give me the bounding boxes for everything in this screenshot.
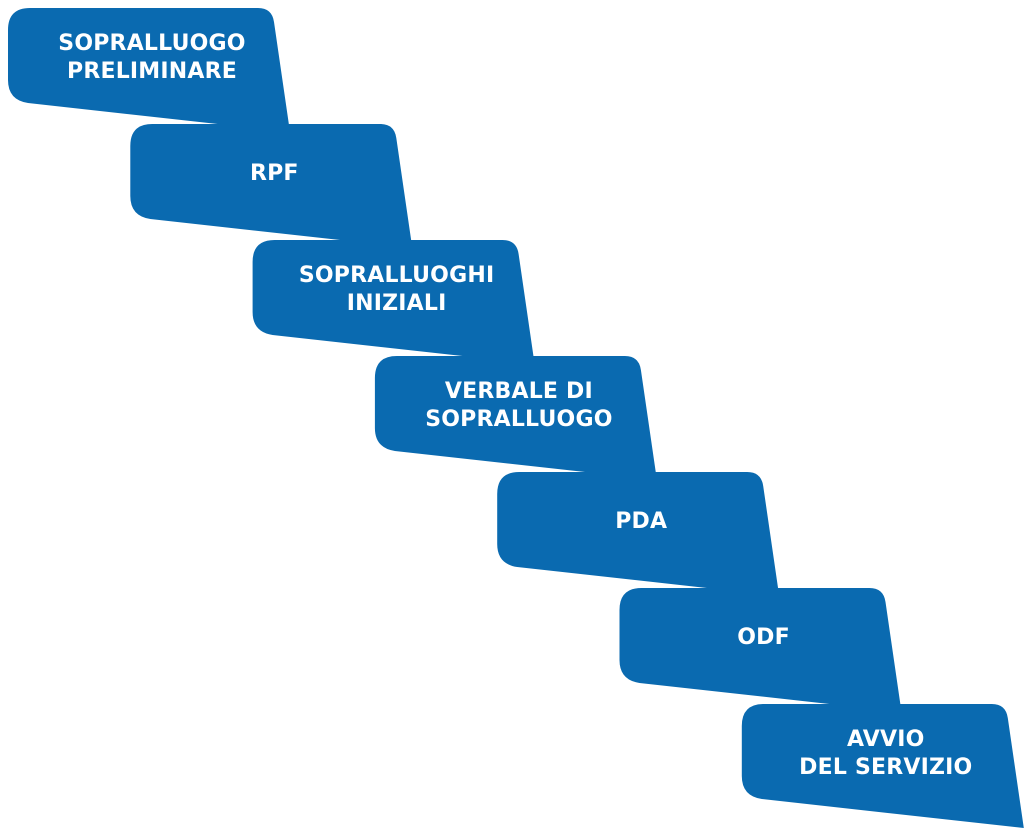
- process-step-shape: [497, 472, 780, 596]
- process-step-label: PDA: [615, 509, 667, 534]
- process-step-label: RPF: [250, 161, 299, 186]
- process-step-shape: [741, 704, 1024, 828]
- process-step-label: PRELIMINARE: [67, 59, 237, 84]
- process-step: SOPRALLUOGHI INIZIALI: [252, 240, 535, 364]
- process-step-shape: [130, 124, 413, 248]
- process-step: VERBALE DI SOPRALLUOGO: [374, 356, 657, 480]
- process-step: PDA: [497, 472, 780, 596]
- process-step-shape: [374, 356, 657, 480]
- process-step-label: DEL SERVIZIO: [799, 755, 972, 780]
- process-step-shape: [619, 588, 902, 712]
- process-step: SOPRALLUOGO PRELIMINARE: [8, 8, 290, 132]
- process-step-label: INIZIALI: [347, 291, 447, 316]
- process-step-label: SOPRALLUOGO: [58, 31, 245, 56]
- process-step-shape: [252, 240, 535, 364]
- process-step-label: SOPRALLUOGO: [425, 407, 612, 432]
- process-step: RPF: [130, 124, 413, 248]
- process-step-label: VERBALE DI: [445, 379, 593, 404]
- process-step-shape: [8, 8, 290, 132]
- process-step-label: SOPRALLUOGHI: [299, 263, 495, 288]
- process-step-label: ODF: [737, 625, 790, 650]
- process-step: AVVIO DEL SERVIZIO: [741, 704, 1024, 828]
- process-step-label: AVVIO: [847, 727, 924, 752]
- process-step: ODF: [619, 588, 902, 712]
